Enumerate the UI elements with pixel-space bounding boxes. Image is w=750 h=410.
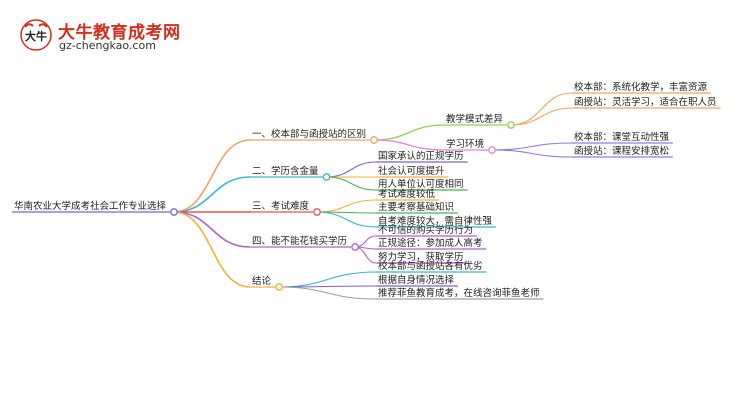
connector-root-branch-4 <box>174 211 251 288</box>
branch-topic-4[interactable]: 结论 <box>252 275 272 287</box>
branch-topic-3[interactable]: 四、能不能花钱买学历 <box>252 235 347 247</box>
root-topic[interactable]: 华南农业大学成考社会工作专业选择 <box>14 200 167 212</box>
ox-mascot-icon: 大牛 <box>20 19 52 51</box>
connector-sub-leaf-1-0 <box>492 142 573 151</box>
leaf-1-1[interactable]: 社会认可度提升 <box>378 165 445 177</box>
branch-node-2[interactable] <box>313 208 321 216</box>
branch-node-0[interactable] <box>370 136 378 144</box>
brand-logo[interactable]: 大牛 大牛教育成考网 gz-chengkao.com <box>18 18 180 52</box>
leaf-1-2[interactable]: 用人单位认可度相同 <box>378 178 464 190</box>
leaf-0-1-1[interactable]: 函授站：课程安排宽松 <box>574 145 670 157</box>
subtopic-0-0[interactable]: 教学模式差异 <box>446 113 504 125</box>
branch-topic-0[interactable]: 一、校本部与函授站的区别 <box>252 128 366 140</box>
connector-sub-leaf-0-1 <box>511 107 573 126</box>
branch-topic-2[interactable]: 三、考试难度 <box>252 200 310 212</box>
leaf-4-0[interactable]: 校本部与函授站各有优劣 <box>378 260 483 272</box>
leaf-2-2[interactable]: 自考难度较大，需自律性强 <box>378 215 493 227</box>
connector-branch4-leaf-2 <box>279 286 377 300</box>
subtopic-node-0-1[interactable] <box>488 146 496 154</box>
leaf-3-1[interactable]: 正规途径：参加成人高考 <box>378 237 483 249</box>
connector-branch2-leaf-0 <box>317 199 377 213</box>
leaf-4-1[interactable]: 根据自身情况选择 <box>378 274 455 286</box>
branch-node-1[interactable] <box>322 173 331 181</box>
branch-topic-1[interactable]: 二、学历含金量 <box>252 165 319 177</box>
connector-root-branch-0 <box>174 139 251 213</box>
brand-name: 大牛教育成考网 <box>58 23 181 43</box>
leaf-4-2[interactable]: 推荐菲鱼教育成考，在线咨询菲鱼老师 <box>378 287 540 299</box>
connector-branch1-leaf-2 <box>326 176 377 191</box>
leaf-0-0-0[interactable]: 校本部：系统化教学，丰富资源 <box>574 81 708 93</box>
leaf-0-1-0[interactable]: 校本部：课堂互动性强 <box>574 131 670 143</box>
subtopic-0-1[interactable]: 学习环境 <box>446 138 485 150</box>
connector-branch1-leaf-0 <box>326 161 377 178</box>
subtopic-node-0-0[interactable] <box>507 121 515 129</box>
leaf-2-0[interactable]: 考试难度较低 <box>378 188 436 200</box>
connector-branch2-leaf-2 <box>317 211 377 228</box>
leaf-1-0[interactable]: 国家承认的正规学历 <box>378 150 464 162</box>
root-node[interactable] <box>170 208 178 216</box>
connector-branch4-leaf-0 <box>279 271 377 288</box>
connector-branch0-sub-1 <box>374 139 445 151</box>
leaf-3-0[interactable]: 不可信的购买学历行为 <box>378 224 473 236</box>
branch-node-3[interactable] <box>351 243 359 251</box>
connector-root-branch-3 <box>174 211 251 248</box>
connector-branch0-sub-0 <box>374 124 445 141</box>
brand-url: gz-chengkao.com <box>59 39 156 52</box>
connector-root-branch-1 <box>174 176 251 213</box>
connector-sub-leaf-1-1 <box>492 149 573 158</box>
logo-glyph: 大牛 <box>25 29 47 43</box>
branch-node-4[interactable] <box>275 283 283 291</box>
leaf-3-2[interactable]: 努力学习，获取学历 <box>378 251 464 263</box>
leaf-0-0-1[interactable]: 函授站：灵活学习，适合在职人员 <box>574 96 717 108</box>
leaf-2-1[interactable]: 主要考察基础知识 <box>378 201 454 213</box>
